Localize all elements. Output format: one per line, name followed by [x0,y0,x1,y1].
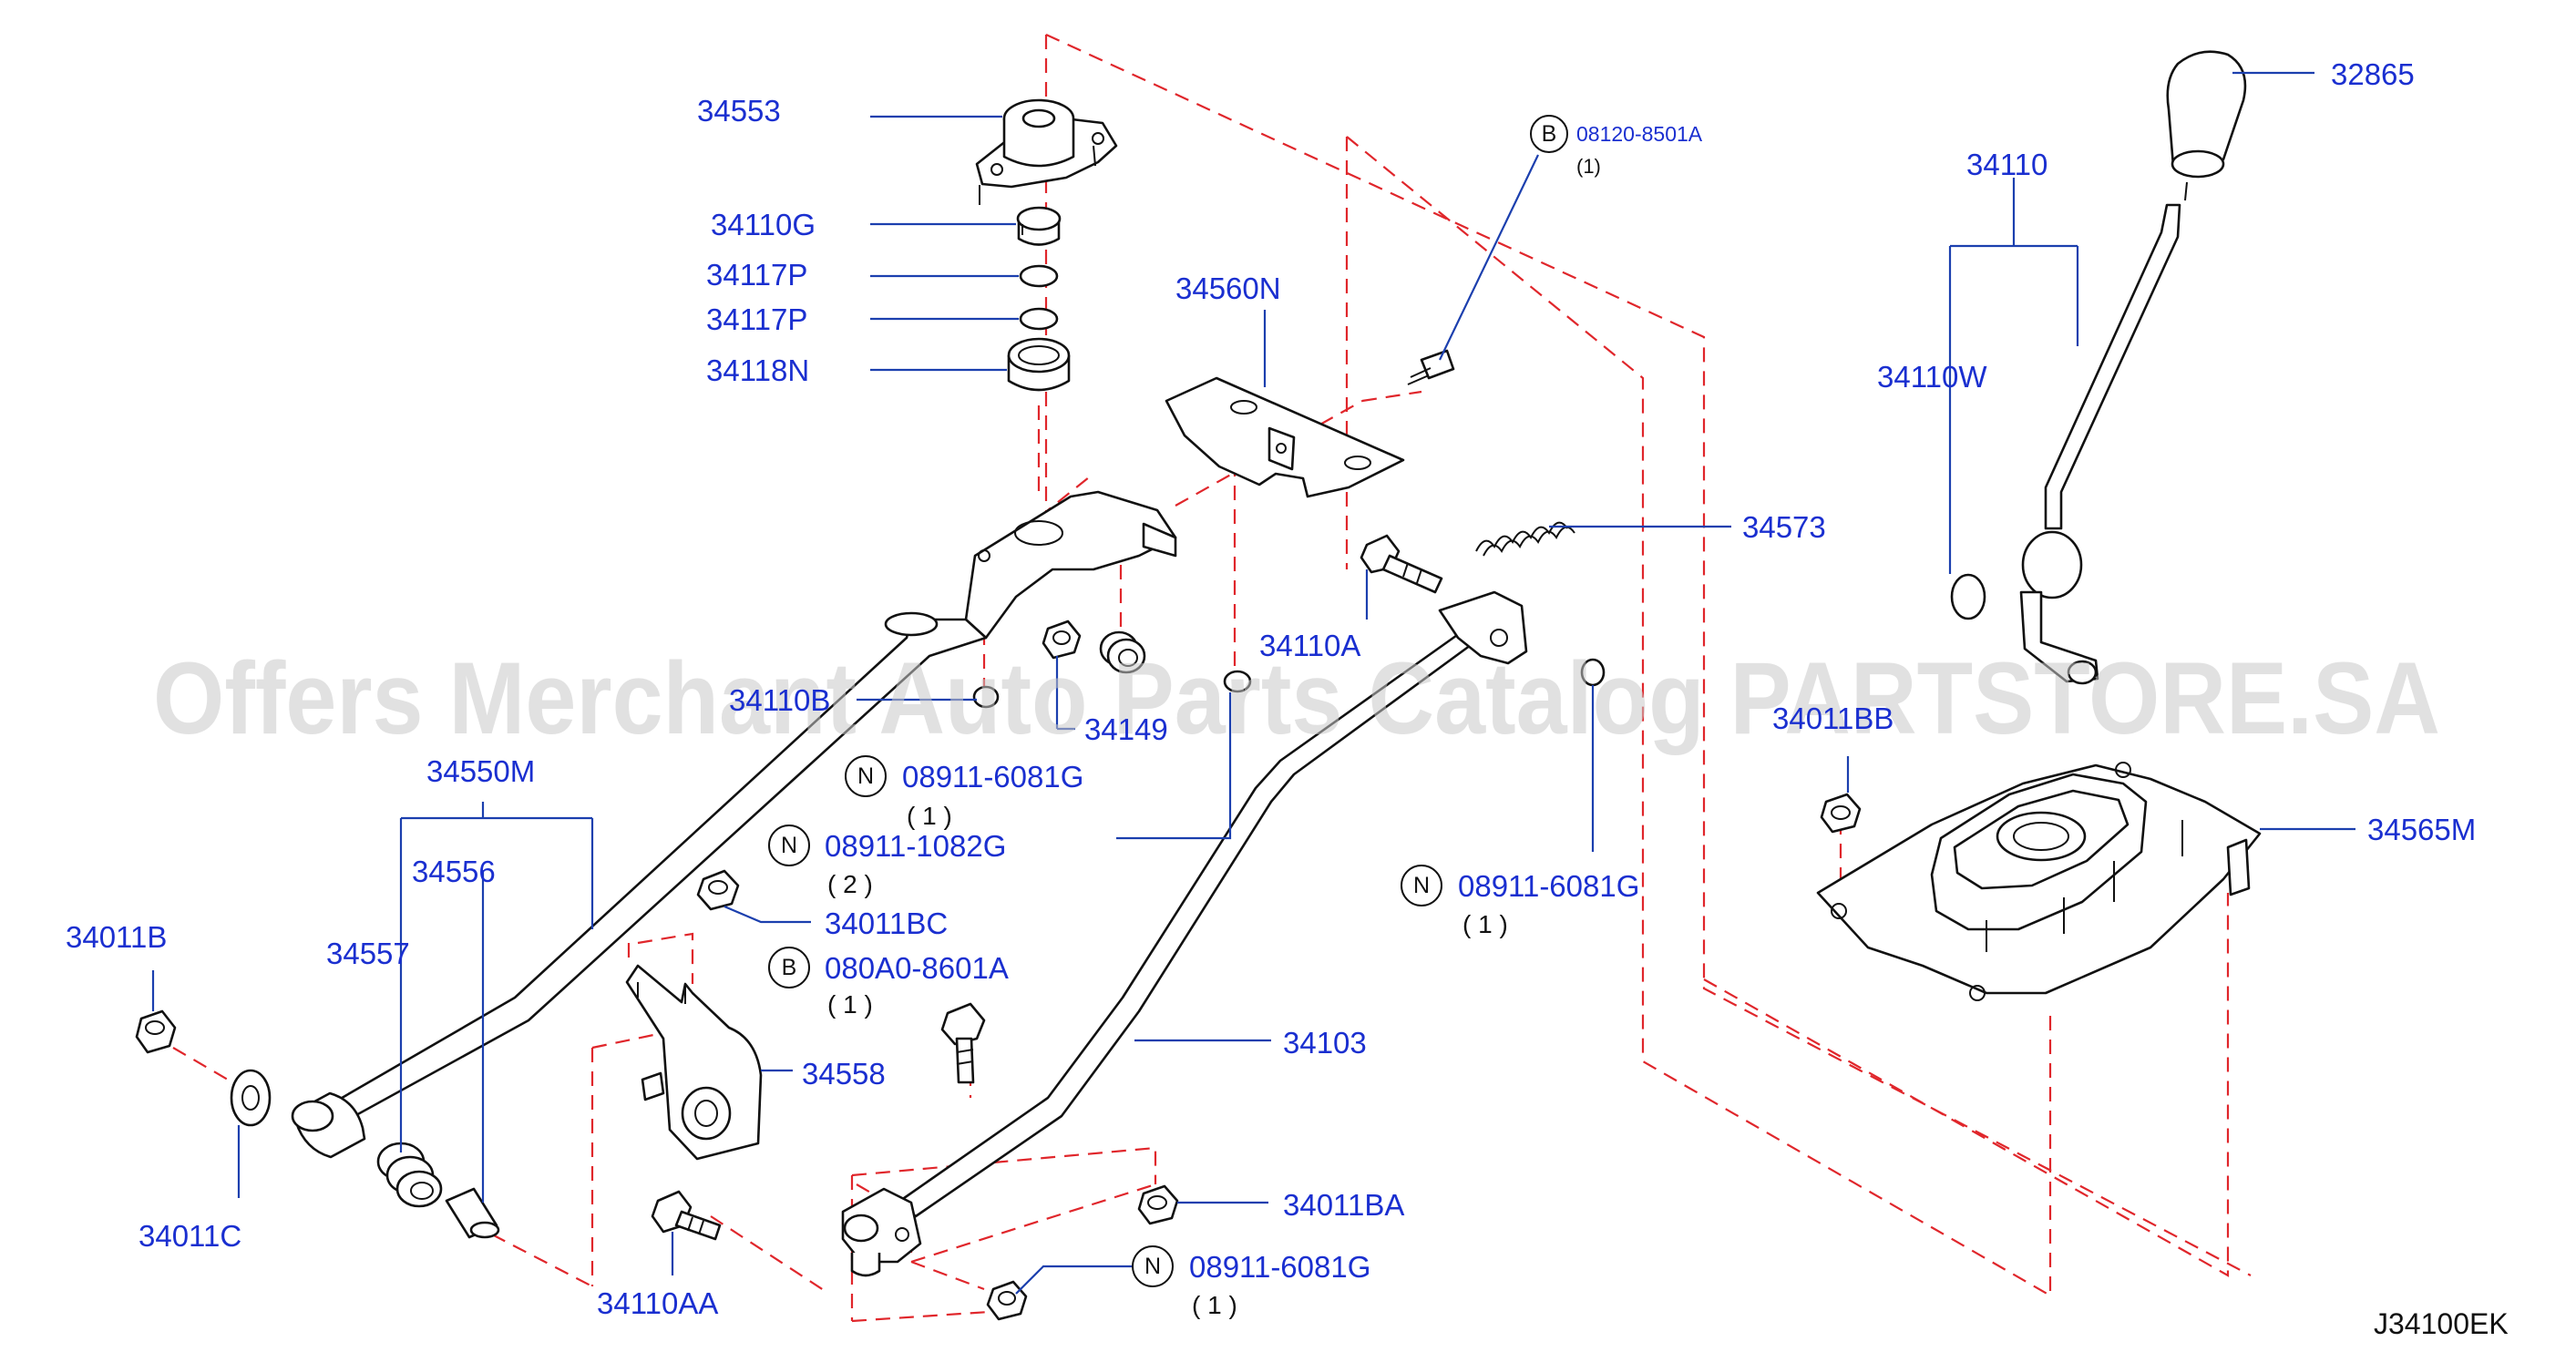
fastener-3-qty: ( 1 ) [827,990,873,1019]
bolt-08120-8501A [1407,349,1455,385]
fastener-3: B 080A0-8601A ( 1 ) [768,947,1009,1019]
part-34558-bracket [625,964,763,1161]
part-34573-spring [1475,521,1575,557]
part-34118N-bushing [1007,337,1071,392]
fastener-4: N 08911-6081G ( 1 ) [1401,865,1639,938]
label-34011C: 34011C [139,1219,241,1253]
fastener-0-prefix: B [1542,121,1557,147]
part-clip-a [1223,670,1252,693]
label-34550M: 34550M [426,754,535,788]
part-34117P-ring-b [1019,307,1059,331]
part-34550M-arm [324,611,988,1122]
fastener-0-code: 08120-8501A [1576,122,1703,146]
fastener-1-qty: ( 1 ) [907,802,952,830]
part-34149-bushing [1099,630,1146,674]
label-34011BA: 34011BA [1283,1188,1404,1222]
fastener-2: N 08911-1082G ( 2 ) [768,825,1006,898]
fastener-1-prefix: N [857,763,874,789]
part-34117P-ring-a [1019,264,1059,288]
watermark: Offers Merchant Auto Parts Catalog PARTS… [153,641,2440,755]
part-nut-center [1042,620,1082,660]
part-pin [445,1187,500,1239]
label-34103: 34103 [1283,1026,1367,1060]
label-34117P-b: 34117P [706,302,807,336]
fastener-5: N 08911-6081G ( 1 ) [1132,1245,1370,1319]
fastener-0: B 08120-8501A (1) [1530,115,1703,178]
fastener-5-code: 08911-6081G [1189,1250,1370,1284]
label-34573: 34573 [1742,510,1826,544]
fastener-2-prefix: N [781,833,797,858]
fastener-2-code: 08911-1082G [825,829,1006,863]
label-34118N: 34118N [706,353,809,387]
label-34011BB: 34011BB [1772,702,1894,735]
fastener-5-qty: ( 1 ) [1192,1291,1237,1319]
leader-lines [151,71,2355,1295]
part-34103-rod [841,590,1528,1277]
diagram-code: J34100EK [2374,1307,2509,1340]
fastener-4-prefix: N [1413,873,1430,898]
label-34011BC: 34011BC [825,906,948,940]
label-34560N: 34560N [1175,271,1281,305]
label-34110: 34110 [1966,148,2047,181]
label-34110W: 34110W [1877,360,1987,394]
bolt-080A0-8601A [940,1002,986,1084]
part-34556-boot [376,1142,443,1208]
part-34110AA-bolt [651,1190,722,1241]
part-34011B-nut [135,1009,177,1054]
label-32865: 32865 [2331,57,2415,91]
part-08911-nut-lower [986,1280,1028,1321]
fastener-0-qty: (1) [1576,155,1601,178]
part-clip-b [972,685,1000,709]
fastener-3-prefix: B [782,955,797,980]
part-34560N-bracket [1165,376,1405,498]
part-34557-bushing [291,1091,366,1159]
label-34117P-a: 34117P [706,258,807,292]
parts [135,50,2262,1321]
part-34110A-bolt [1360,534,1443,594]
part-34011BB-nut [1820,793,1862,834]
part-34011BC-nut [696,869,740,911]
part-34011C-washer [230,1069,272,1127]
fastener-1-code: 08911-6081G [902,760,1083,794]
label-34110B: 34110B [729,683,830,717]
fastener-4-qty: ( 1 ) [1462,910,1508,938]
label-34553: 34553 [697,94,781,128]
part-34011BA-nut [1137,1184,1179,1225]
part-34565M-housing [1816,762,2262,1001]
label-34110G: 34110G [711,208,816,241]
fastener-5-prefix: N [1144,1254,1161,1279]
label-34558: 34558 [802,1057,886,1091]
part-34110B-support [964,490,1177,640]
fastener-callouts: B 08120-8501A (1) N 08911-6081G ( 1 ) N … [768,115,1703,1319]
part-34110G-sleeve [1016,206,1062,246]
label-34565M: 34565M [2367,813,2476,846]
label-34011B: 34011B [66,920,167,954]
part-34553-housing [975,98,1118,205]
fastener-3-code: 080A0-8601A [825,951,1009,985]
fastener-2-qty: ( 2 ) [827,870,873,898]
part-34110-lever [1950,203,2181,685]
fastener-1: N 08911-6081G ( 1 ) [845,755,1083,830]
label-34110AA: 34110AA [597,1286,718,1320]
label-34557: 34557 [326,937,410,970]
label-34149: 34149 [1084,712,1168,746]
part-labels: 34553 34110G 34117P 34117P 34118N 34560N… [66,57,2476,1320]
part-32865-knob [2166,50,2247,201]
label-34556: 34556 [412,855,496,888]
label-34110A: 34110A [1259,629,1360,662]
fastener-4-code: 08911-6081G [1458,869,1639,903]
